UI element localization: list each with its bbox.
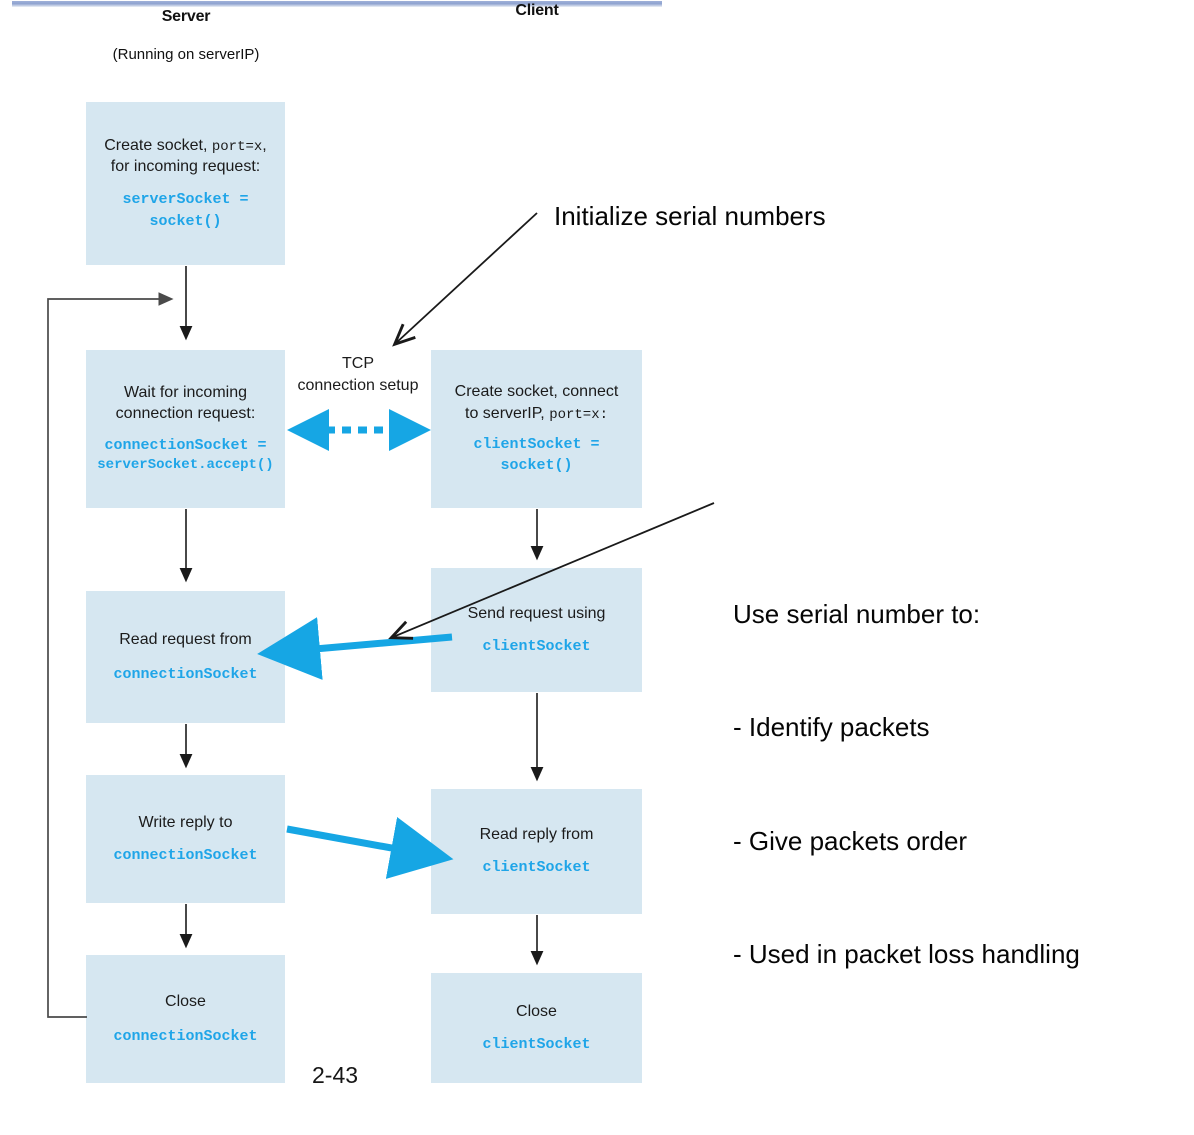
server-column-subtitle: (Running on serverIP) [112, 46, 260, 63]
box-client-read-code1: clientSocket [482, 859, 591, 877]
box-client-create-code2: socket() [500, 457, 573, 475]
tcp-setup-line1: TCP [342, 355, 374, 372]
box-server-create-code1: serverSocket = [122, 191, 249, 209]
connector-request-client-to-server [257, 617, 453, 680]
box-server-read-request[interactable]: Read request from connectionSocket [86, 591, 285, 723]
box-client-close[interactable]: Close clientSocket [431, 973, 642, 1083]
box-client-create-code1: clientSocket = [473, 435, 600, 453]
server-column-title: Server [161, 8, 211, 25]
annotation-use-serial-bullet-2: - Give packets order [733, 825, 968, 856]
box-server-create-code2: socket() [149, 212, 222, 230]
box-server-close-code1: connectionSocket [113, 1027, 258, 1045]
box-client-create-line1: Create socket, connect [454, 383, 619, 401]
box-server-create-socket[interactable]: Create socket, port=x, for incoming requ… [86, 102, 285, 265]
tcp-setup-line2: connection setup [297, 376, 419, 394]
box-client-create-socket[interactable]: Create socket, connect to serverIP, port… [431, 350, 642, 508]
client-column-title: Client [515, 2, 559, 19]
box-server-close[interactable]: Close connectionSocket [86, 955, 285, 1083]
box-server-write-code1: connectionSocket [113, 846, 258, 864]
box-client-send-line1: Send request using [467, 604, 606, 622]
annotation-use-serial-title: Use serial number to: [733, 599, 981, 630]
box-server-read-line1: Read request from [119, 630, 252, 648]
box-client-read-reply[interactable]: Read reply from clientSocket [431, 789, 642, 914]
box-server-create-line2: for incoming request: [110, 158, 261, 176]
box-server-create-line1: Create socket, port=x, [104, 136, 267, 155]
box-server-read-code1: connectionSocket [113, 665, 258, 683]
box-client-send-request[interactable]: Send request using clientSocket [431, 568, 642, 692]
box-server-wait-code1: connectionSocket = [104, 436, 267, 454]
leader-initialize-serial-numbers [392, 212, 538, 347]
box-server-write-line1: Write reply to [138, 813, 233, 831]
annotation-use-serial-number: Use serial number to: - Identify packets… [733, 521, 1080, 1049]
box-server-wait-line2: connection request: [115, 405, 256, 423]
box-server-close-line1: Close [165, 992, 206, 1010]
box-server-write-reply[interactable]: Write reply to connectionSocket [86, 775, 285, 903]
connector-reply-server-to-client [286, 816, 454, 879]
box-server-wait-code2: serverSocket.accept() [97, 456, 274, 473]
box-client-close-line1: Close [516, 1002, 557, 1020]
annotation-initialize-serial-numbers: Initialize serial numbers [554, 201, 826, 231]
box-client-create-line2: to serverIP, port=x: [465, 404, 608, 423]
slide-top-accent-bar [12, 1, 662, 7]
annotation-use-serial-bullet-1: - Identify packets [733, 712, 930, 743]
annotation-use-serial-bullet-3: - Used in packet loss handling [733, 938, 1080, 969]
box-client-send-code1: clientSocket [482, 637, 591, 655]
box-client-close-code1: clientSocket [482, 1035, 591, 1053]
box-server-wait-line1: Wait for incoming [124, 384, 247, 402]
box-client-read-line1: Read reply from [479, 826, 594, 844]
slide-number: 2-43 [312, 1062, 359, 1088]
box-server-wait-connection[interactable]: Wait for incoming connection request: co… [86, 350, 285, 508]
tcp-connection-setup-label: TCP connection setup [288, 353, 428, 396]
